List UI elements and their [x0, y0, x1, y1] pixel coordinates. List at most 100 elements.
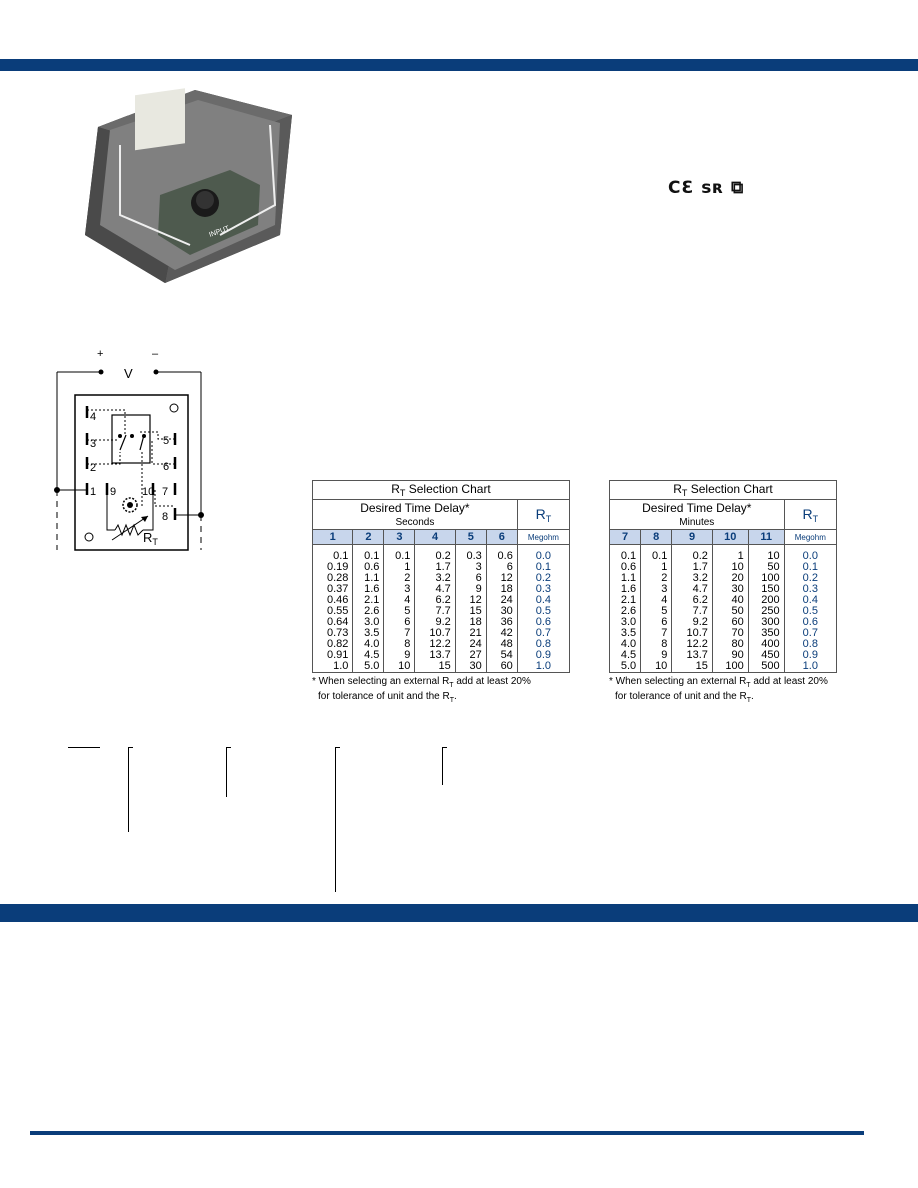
delay-value-cell: 0.73 — [311, 628, 353, 639]
delay-value-cell: 1 — [640, 562, 672, 573]
delay-value-cell: 10 — [383, 661, 415, 673]
wiring-diagram: + – V 4 3 2 1 9 10 7 8 5 6 RT — [54, 348, 204, 551]
order-code-bracket — [226, 747, 231, 797]
delay-value-cell: 3.2 — [414, 573, 456, 584]
delay-value-cell: 6 — [640, 617, 672, 628]
delay-value-cell: 0.19 — [311, 562, 353, 573]
rt-label: RT — [143, 530, 158, 547]
column-header: 1 — [311, 529, 353, 545]
delay-value-cell: 3 — [383, 584, 415, 595]
delay-value-cell: 60 — [485, 661, 518, 673]
delay-value-cell: 7.7 — [671, 606, 713, 617]
delay-value-cell: 9 — [383, 650, 415, 661]
delay-value-cell: 24 — [454, 639, 487, 650]
delay-value-cell: 60 — [711, 617, 749, 628]
delay-value-cell: 13.7 — [671, 650, 713, 661]
delay-value-cell: 0.6 — [485, 544, 518, 562]
rt-value-cell: 1.0 — [783, 661, 837, 673]
chart-footnote: * When selecting an external RT add at l… — [312, 676, 531, 704]
svg-text:9: 9 — [110, 486, 116, 498]
delay-value-cell: 1.7 — [671, 562, 713, 573]
delay-value-cell: 2.6 — [352, 606, 384, 617]
delay-value-cell: 6 — [383, 617, 415, 628]
delay-value-cell: 21 — [454, 628, 487, 639]
rt-value-cell: 0.3 — [516, 584, 570, 595]
delay-value-cell: 8 — [640, 639, 672, 650]
delay-value-cell: 400 — [747, 639, 785, 650]
delay-value-cell: 48 — [485, 639, 518, 650]
chart-title: RT Selection Chart — [609, 480, 837, 500]
delay-value-cell: 9 — [454, 584, 487, 595]
rt-value-cell: 0.9 — [783, 650, 837, 661]
delay-value-cell: 10 — [747, 544, 785, 562]
rt-value-cell: 0.7 — [516, 628, 570, 639]
delay-value-cell: 1 — [383, 562, 415, 573]
column-header: 5 — [454, 529, 487, 545]
delay-value-cell: 5 — [640, 606, 672, 617]
delay-value-cell: 20 — [711, 573, 749, 584]
chart-title: RT Selection Chart — [312, 480, 570, 500]
rt-value-cell: 0.9 — [516, 650, 570, 661]
delay-value-cell: 2.1 — [352, 595, 384, 606]
delay-value-cell: 250 — [747, 606, 785, 617]
rt-value-cell: 0.1 — [783, 562, 837, 573]
delay-value-cell: 10.7 — [671, 628, 713, 639]
svg-text:4: 4 — [90, 411, 96, 423]
delay-header: Desired Time Delay* — [609, 499, 785, 516]
delay-value-cell: 300 — [747, 617, 785, 628]
delay-value-cell: 18 — [454, 617, 487, 628]
plus-label: + — [97, 348, 103, 360]
order-code-underline — [68, 747, 100, 748]
delay-value-cell: 0.37 — [311, 584, 353, 595]
delay-value-cell: 2.6 — [608, 606, 641, 617]
rt-value-cell: 0.0 — [783, 544, 837, 562]
delay-value-cell: 0.2 — [414, 544, 456, 562]
rt-value-cell: 1.0 — [516, 661, 570, 673]
order-code-bracket — [128, 747, 133, 832]
rt-chart-seconds: RT Selection Chart Desired Time Delay* R… — [311, 480, 571, 706]
rt-value-cell: 0.6 — [516, 617, 570, 628]
delay-value-cell: 80 — [711, 639, 749, 650]
rt-value-cell: 0.1 — [516, 562, 570, 573]
delay-value-cell: 3 — [454, 562, 487, 573]
delay-value-cell: 100 — [711, 661, 749, 673]
rt-value-cell: 0.7 — [783, 628, 837, 639]
svg-text:6: 6 — [163, 461, 169, 473]
delay-value-cell: 1.6 — [352, 584, 384, 595]
delay-value-cell: 0.1 — [640, 544, 672, 562]
delay-value-cell: 13.7 — [414, 650, 456, 661]
delay-value-cell: 1.0 — [311, 661, 353, 673]
delay-value-cell: 50 — [747, 562, 785, 573]
column-header: 10 — [711, 529, 749, 545]
delay-value-cell: 12 — [454, 595, 487, 606]
voltage-label: V — [124, 366, 133, 381]
delay-value-cell: 0.1 — [352, 544, 384, 562]
rt-chart-minutes: RT Selection Chart Desired Time Delay* R… — [608, 480, 838, 706]
rt-value-cell: 0.4 — [516, 595, 570, 606]
svg-text:1: 1 — [90, 486, 96, 498]
delay-value-cell: 4.0 — [608, 639, 641, 650]
delay-value-cell: 7.7 — [414, 606, 456, 617]
rt-header: RT — [783, 499, 838, 530]
delay-value-cell: 3.5 — [352, 628, 384, 639]
delay-value-cell: 15 — [454, 606, 487, 617]
rt-value-cell: 0.5 — [783, 606, 837, 617]
delay-value-cell: 0.46 — [311, 595, 353, 606]
delay-value-cell: 0.1 — [383, 544, 415, 562]
svg-text:3: 3 — [90, 438, 96, 450]
